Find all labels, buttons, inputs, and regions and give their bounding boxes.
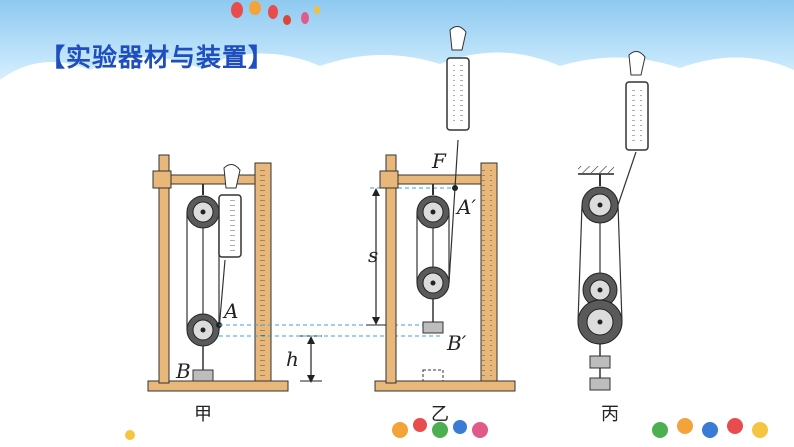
label-b-prime: B′ bbox=[446, 331, 467, 355]
caption-bing: 丙 bbox=[601, 404, 619, 425]
fixed-pulley bbox=[581, 186, 619, 224]
frame-clamp bbox=[152, 170, 172, 189]
ruler-ticks bbox=[256, 168, 266, 378]
setup-bing: 丙 bbox=[577, 51, 649, 425]
point-a-prime-marker bbox=[452, 185, 458, 191]
ropes bbox=[577, 151, 637, 323]
children-icon bbox=[125, 418, 768, 440]
label-b: B bbox=[175, 359, 191, 383]
frame-base bbox=[374, 380, 516, 392]
distance-indicator: s bbox=[366, 188, 386, 326]
spring-scale bbox=[218, 164, 242, 258]
frame-pole bbox=[158, 154, 170, 384]
movable-pulley bbox=[186, 313, 220, 370]
movable-pulley-lower bbox=[577, 299, 623, 356]
label-a: A bbox=[222, 299, 238, 323]
label-h: h bbox=[286, 347, 299, 371]
spring-scale bbox=[446, 26, 470, 131]
ceiling-hatch bbox=[578, 166, 614, 173]
movable-pulley-upper bbox=[582, 272, 618, 308]
weight-original-position bbox=[422, 369, 444, 382]
weight-block-2 bbox=[589, 377, 611, 391]
fixed-pulley bbox=[186, 184, 220, 229]
ruler-ticks bbox=[482, 168, 492, 378]
frame-clamp bbox=[379, 170, 399, 189]
caption-jia: 甲 bbox=[194, 404, 212, 425]
dashed-guides bbox=[219, 187, 452, 337]
weight-block bbox=[422, 321, 444, 334]
cloud-band bbox=[0, 52, 794, 120]
label-f: F bbox=[431, 149, 447, 173]
page-title: 【实验器材与装置】 bbox=[40, 43, 275, 72]
caption-yi: 乙 bbox=[431, 404, 449, 425]
weight-block-1 bbox=[589, 355, 611, 369]
spring-scale bbox=[625, 51, 649, 151]
frame-pole bbox=[385, 154, 397, 384]
weight-block bbox=[192, 369, 214, 382]
frame-base bbox=[147, 380, 289, 392]
label-s: s bbox=[368, 243, 378, 267]
movable-pulley bbox=[416, 266, 450, 322]
fixed-pulley bbox=[416, 184, 450, 229]
setup-yi: F A′ B′ 乙 bbox=[374, 26, 516, 425]
balloon-icon bbox=[231, 1, 320, 25]
ropes bbox=[416, 139, 459, 284]
setup-jia: A B 甲 bbox=[147, 154, 289, 425]
height-indicator: h bbox=[286, 335, 322, 383]
label-a-prime: A′ bbox=[455, 195, 476, 219]
